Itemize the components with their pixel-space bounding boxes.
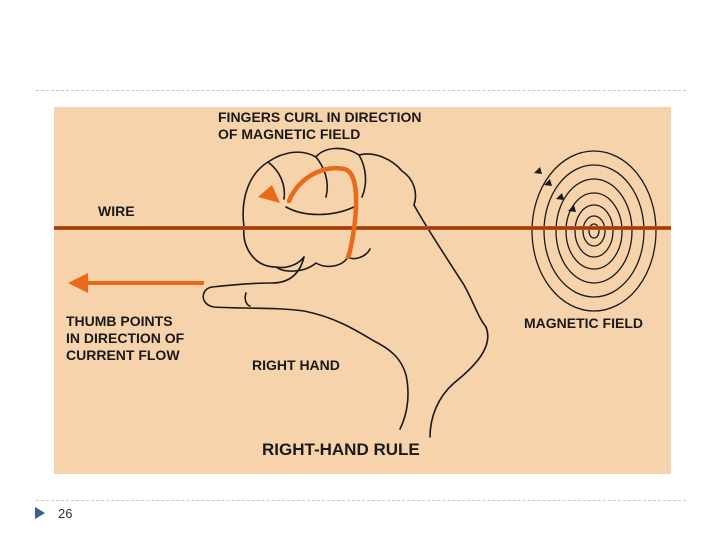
magnetic-field-label: MAGNETIC FIELD <box>524 315 643 332</box>
curl-arrowhead <box>258 185 280 203</box>
thumb-label: THUMB POINTS IN DIRECTION OF CURRENT FLO… <box>66 313 184 364</box>
wire-label: WIRE <box>98 203 135 220</box>
current-arrowhead <box>68 273 88 293</box>
fingers-label: FINGERS CURL IN DIRECTION OF MAGNETIC FI… <box>218 109 422 143</box>
field-rings <box>532 151 656 311</box>
diagram-svg <box>54 107 671 474</box>
right-hand-label: RIGHT HAND <box>252 357 340 374</box>
hand-outline <box>203 148 488 437</box>
slide-bullet-icon <box>34 506 46 520</box>
right-hand-rule-figure: FINGERS CURL IN DIRECTION OF MAGNETIC FI… <box>54 107 671 474</box>
diagram-title: RIGHT-HAND RULE <box>262 441 420 458</box>
bottom-divider <box>36 500 686 501</box>
top-divider <box>36 90 686 91</box>
slide-number: 26 <box>58 506 72 521</box>
